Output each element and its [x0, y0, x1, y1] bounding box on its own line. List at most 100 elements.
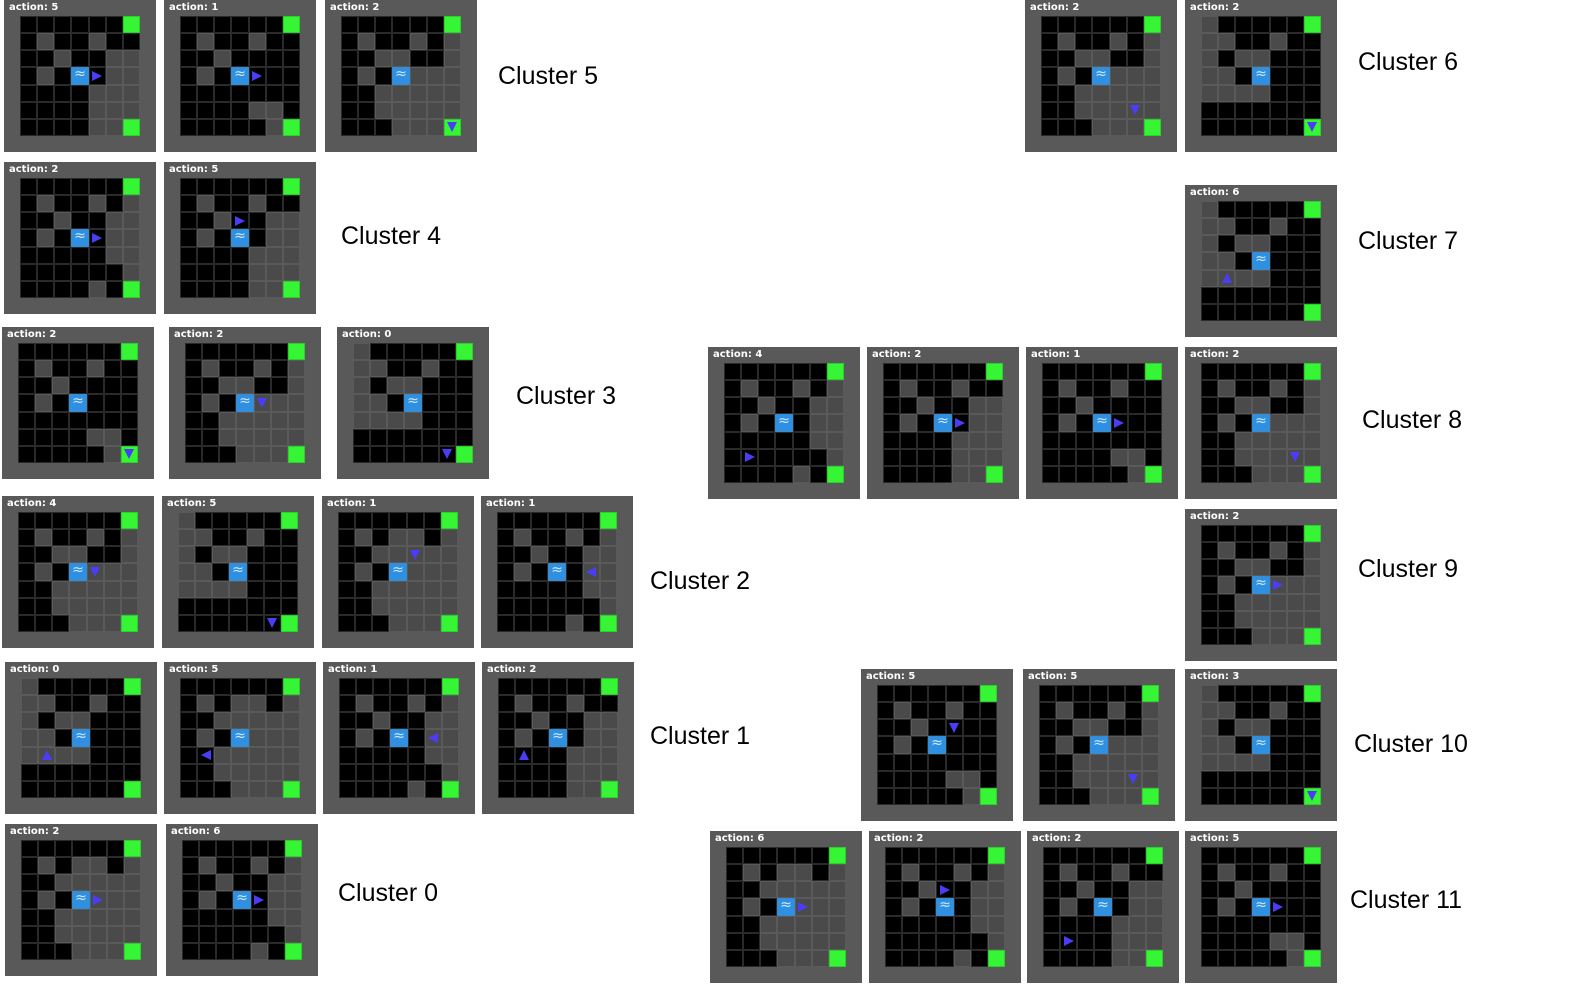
maze-cell — [1235, 847, 1253, 865]
maze-cell — [265, 246, 283, 264]
maze-cell — [894, 787, 912, 805]
maze-cell — [928, 685, 946, 703]
goal-cell — [120, 512, 138, 530]
maze-cell — [962, 719, 980, 737]
maze-cell — [1286, 218, 1304, 236]
maze-cell — [1303, 593, 1321, 611]
maze-cell — [231, 746, 249, 764]
maze-cell — [1286, 542, 1304, 560]
maze-cell — [35, 580, 53, 598]
maze-cell — [1041, 50, 1059, 68]
maze-cell — [103, 546, 121, 564]
maze-cell — [1143, 67, 1161, 85]
action-label: action: 2 — [330, 2, 380, 13]
maze-tile: action: 1 — [323, 662, 475, 814]
maze-cell — [953, 949, 971, 967]
maze-cell — [246, 614, 264, 632]
maze-cell — [253, 411, 271, 429]
maze-cell — [1286, 252, 1304, 270]
maze-grid — [339, 678, 459, 798]
action-label: action: 1 — [169, 2, 219, 13]
maze-cell — [936, 949, 954, 967]
maze-cell — [375, 50, 393, 68]
maze-cell — [885, 847, 903, 865]
maze-cell — [407, 695, 425, 713]
maze-cell — [280, 563, 298, 581]
maze-cell — [21, 695, 39, 713]
goal-cell — [826, 465, 844, 483]
maze-cell — [37, 118, 55, 136]
maze-cell — [741, 431, 759, 449]
maze-cell — [407, 746, 425, 764]
maze-cell — [355, 529, 373, 547]
maze-cell — [246, 512, 264, 530]
maze-cell — [265, 195, 283, 213]
maze-cell — [214, 67, 232, 85]
maze-cell — [106, 746, 124, 764]
maze-cell — [72, 678, 90, 696]
maze-cell — [106, 942, 124, 960]
maze-cell — [826, 397, 844, 415]
maze-cell — [1218, 448, 1236, 466]
maze-cell — [962, 702, 980, 720]
maze-cell — [1201, 787, 1219, 805]
maze-cell — [38, 712, 56, 730]
maze-cell — [88, 84, 106, 102]
maze-cell — [265, 101, 283, 119]
maze-cell — [21, 746, 39, 764]
maze-cell — [1286, 685, 1304, 703]
maze-cell — [1092, 101, 1110, 119]
maze-cell — [1077, 881, 1095, 899]
maze-tile: action: 2 — [1185, 509, 1337, 661]
maze-cell — [212, 546, 230, 564]
maze-cell — [934, 397, 952, 415]
maze-cell — [987, 881, 1005, 899]
maze-cell — [406, 529, 424, 547]
maze-cell — [389, 529, 407, 547]
maze-cell — [1252, 101, 1270, 119]
maze-cell — [197, 229, 215, 247]
maze-cell — [404, 360, 422, 378]
maze-cell — [248, 195, 266, 213]
maze-grid — [877, 685, 997, 805]
maze-cell — [341, 84, 359, 102]
maze-cell — [1252, 33, 1270, 51]
maze-cell — [89, 780, 107, 798]
maze-cell — [231, 101, 249, 119]
maze-cell — [1126, 33, 1144, 51]
maze-cell — [178, 563, 196, 581]
maze-cell — [968, 414, 986, 432]
maze-cell — [421, 445, 439, 463]
maze-cell — [1303, 414, 1321, 432]
maze-cell — [86, 512, 104, 530]
maze-cell — [72, 857, 90, 875]
agent-arrow-icon — [41, 750, 52, 761]
maze-cell — [1043, 847, 1061, 865]
maze-cell — [1218, 525, 1236, 543]
maze-cell — [265, 84, 283, 102]
maze-cell — [1060, 847, 1078, 865]
maze-tile: action: 4 — [2, 496, 154, 648]
maze-cell — [1058, 50, 1076, 68]
maze-cell — [1056, 736, 1074, 754]
maze-cell — [1042, 363, 1060, 381]
goal-cell — [1141, 685, 1159, 703]
maze-cell — [253, 428, 271, 446]
maze-cell — [265, 712, 283, 730]
maze-cell — [1093, 431, 1111, 449]
action-label: action: 6 — [1190, 187, 1240, 198]
action-label: action: 4 — [7, 498, 57, 509]
maze-cell — [1094, 864, 1112, 882]
maze-grid — [185, 343, 305, 463]
maze-cell — [1252, 915, 1270, 933]
maze-cell — [280, 597, 298, 615]
maze-cell — [1090, 770, 1108, 788]
maze-cell — [743, 898, 761, 916]
maze-cell — [1252, 593, 1270, 611]
agent-arrow-icon — [410, 549, 421, 560]
maze-cell — [372, 546, 390, 564]
maze-cell — [1269, 84, 1287, 102]
maze-cell — [106, 780, 124, 798]
water-icon — [1252, 251, 1270, 270]
maze-cell — [1124, 719, 1142, 737]
